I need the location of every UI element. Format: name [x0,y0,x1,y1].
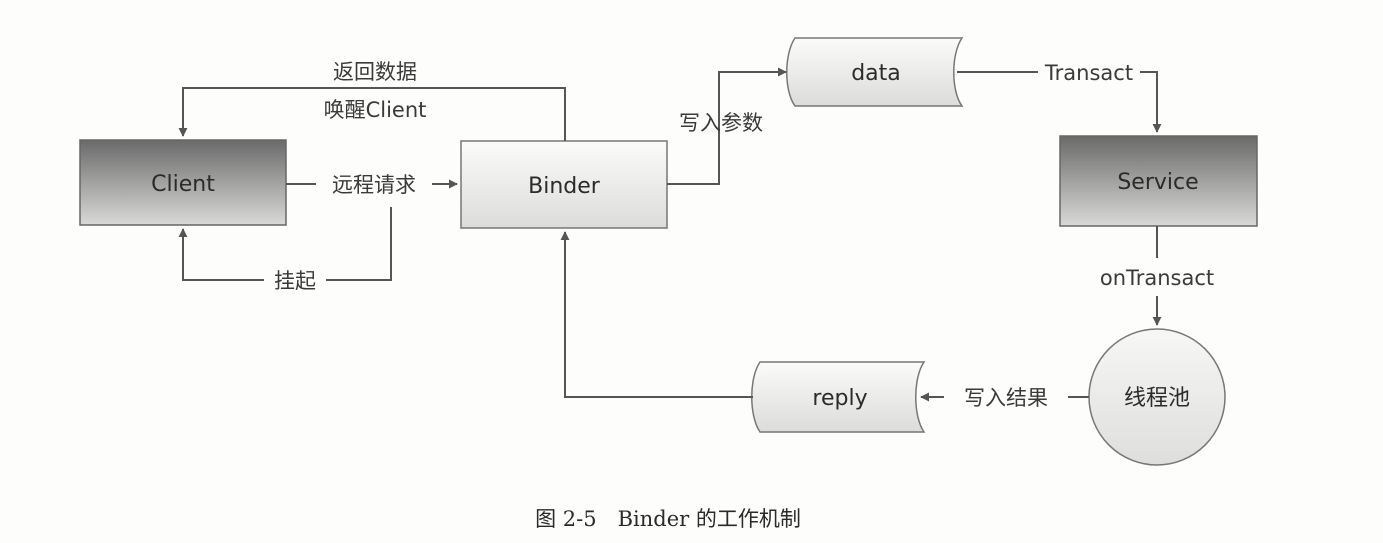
edge-transact-right [1140,71,1162,133]
client-label: Client [151,172,215,197]
binder-label: Binder [528,174,601,199]
label-write-params: 写入参数 [679,111,763,135]
label-remote-request: 远程请求 [332,173,416,197]
edge-return-data [178,87,566,141]
client-node: Client [79,139,287,226]
thread-pool-node: 线程池 [1088,328,1226,466]
reply-node: reply [751,361,926,433]
label-return-data: 返回数据 [333,60,417,84]
label-wake-client: 唤醒Client [324,98,427,122]
binder-node: Binder [460,140,668,229]
edge-reply-to-binder [560,231,753,398]
reply-label: reply [812,386,867,411]
label-write-result: 写入结果 [964,386,1048,410]
data-node: data [786,37,964,107]
label-ontransact: onTransact [1100,266,1214,290]
thread-pool-label: 线程池 [1124,386,1190,411]
label-transact: Transact [1044,61,1133,85]
edge-write-params [667,67,787,185]
service-label: Service [1117,170,1198,195]
edge-suspend-left [178,228,264,281]
figure-caption: 图 2-5 Binder 的工作机制 [535,507,801,531]
service-node: Service [1059,135,1258,227]
data-label: data [851,61,901,86]
label-suspend: 挂起 [274,269,316,293]
edge-suspend-right [326,207,392,281]
